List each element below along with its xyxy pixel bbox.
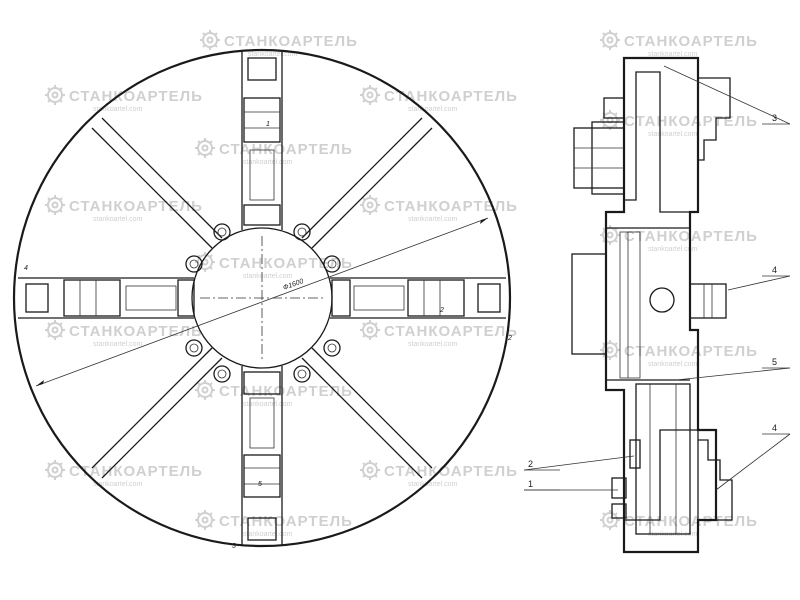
bolt-hole xyxy=(323,339,341,357)
slot-label-top: 1 xyxy=(266,121,270,128)
svg-text:stankoartel.com: stankoartel.com xyxy=(243,401,293,408)
svg-text:СТАНКОАРТЕЛЬ: СТАНКОАРТЕЛЬ xyxy=(69,323,203,340)
svg-text:СТАНКОАРТЕЛЬ: СТАНКОАРТЕЛЬ xyxy=(219,383,353,400)
svg-text:СТАНКОАРТЕЛЬ: СТАНКОАРТЕЛЬ xyxy=(219,513,353,530)
svg-text:stankoartel.com: stankoartel.com xyxy=(93,341,143,348)
svg-text:stankoartel.com: stankoartel.com xyxy=(408,216,458,223)
bolt-hole xyxy=(185,339,203,357)
svg-text:СТАНКОАРТЕЛЬ: СТАНКОАРТЕЛЬ xyxy=(384,198,518,215)
svg-text:СТАНКОАРТЕЛЬ: СТАНКОАРТЕЛЬ xyxy=(384,88,518,105)
svg-text:СТАНКОАРТЕЛЬ: СТАНКОАРТЕЛЬ xyxy=(219,141,353,158)
bolt-hole xyxy=(185,255,203,273)
svg-text:СТАНКОАРТЕЛЬ: СТАНКОАРТЕЛЬ xyxy=(624,513,758,530)
svg-text:СТАНКОАРТЕЛЬ: СТАНКОАРТЕЛЬ xyxy=(219,255,353,272)
slot-label-right: 2 xyxy=(439,307,444,314)
lower-jaw-steps xyxy=(698,439,733,521)
jaw-left xyxy=(18,277,195,319)
diameter-label: Ф1600 xyxy=(282,278,304,292)
svg-text:СТАНКОАРТЕЛЬ: СТАНКОАРТЕЛЬ xyxy=(69,463,203,480)
svg-text:stankoartel.com: stankoartel.com xyxy=(93,481,143,488)
svg-text:СТАНКОАРТЕЛЬ: СТАНКОАРТЕЛЬ xyxy=(384,323,518,340)
front-view: 1 5 xyxy=(12,48,512,550)
svg-text:stankoartel.com: stankoartel.com xyxy=(248,51,298,58)
svg-text:СТАНКОАРТЕЛЬ: СТАНКОАРТЕЛЬ xyxy=(624,33,758,50)
bolt-holes xyxy=(185,223,341,383)
svg-text:СТАНКОАРТЕЛЬ: СТАНКОАРТЕЛЬ xyxy=(69,88,203,105)
svg-text:stankoartel.com: stankoartel.com xyxy=(648,51,698,58)
bolt-hole xyxy=(213,223,231,241)
callout-labels: 3 4 5 4 2 1 xyxy=(528,113,777,489)
svg-text:stankoartel.com: stankoartel.com xyxy=(408,106,458,113)
screw-2 xyxy=(629,439,641,469)
bolt-hole xyxy=(323,255,341,273)
jaw-number-left: 4 xyxy=(24,265,28,272)
svg-text:stankoartel.com: stankoartel.com xyxy=(648,246,698,253)
bolt-hole xyxy=(213,365,231,383)
upper-jaw-steps xyxy=(698,77,731,161)
jaw-number-bottom: 3 xyxy=(232,543,236,550)
svg-text:СТАНКОАРТЕЛЬ: СТАНКОАРТЕЛЬ xyxy=(69,198,203,215)
svg-text:stankoartel.com: stankoartel.com xyxy=(408,481,458,488)
svg-text:СТАНКОАРТЕЛЬ: СТАНКОАРТЕЛЬ xyxy=(624,343,758,360)
slide xyxy=(635,383,691,535)
callout-3: 3 xyxy=(772,113,777,123)
back-flange-upper xyxy=(573,127,625,189)
callout-5: 5 xyxy=(772,357,777,367)
svg-text:stankoartel.com: stankoartel.com xyxy=(408,341,458,348)
screw-1 xyxy=(611,477,627,499)
middle-screw xyxy=(649,287,675,313)
jaw-right: 2 xyxy=(330,277,506,319)
svg-text:СТАНКОАРТЕЛЬ: СТАНКОАРТЕЛЬ xyxy=(384,463,518,480)
callout-1: 1 xyxy=(528,479,533,489)
jaw-bottom: 5 xyxy=(241,366,283,546)
section-view: 3 4 5 4 2 1 xyxy=(523,56,791,554)
svg-text:СТАНКОАРТЕЛЬ: СТАНКОАРТЕЛЬ xyxy=(624,113,758,130)
callout-4-upper: 4 xyxy=(772,265,777,275)
svg-text:stankoartel.com: stankoartel.com xyxy=(243,531,293,538)
diameter-dimension-line xyxy=(35,217,489,387)
callout-2: 2 xyxy=(528,459,533,469)
jaw-number-right: 2 xyxy=(507,335,512,342)
svg-text:СТАНКОАРТЕЛЬ: СТАНКОАРТЕЛЬ xyxy=(224,33,358,50)
diagonal-slots xyxy=(91,117,433,479)
svg-text:stankoartel.com: stankoartel.com xyxy=(648,131,698,138)
spindle-nose xyxy=(571,253,607,355)
svg-text:stankoartel.com: stankoartel.com xyxy=(93,106,143,113)
bolt-hole xyxy=(293,223,311,241)
bolt-hole xyxy=(293,365,311,383)
svg-text:stankoartel.com: stankoartel.com xyxy=(243,273,293,280)
callout-4-lower: 4 xyxy=(772,423,777,433)
center-lines: Ф1600 xyxy=(35,217,489,387)
svg-text:stankoartel.com: stankoartel.com xyxy=(648,361,698,368)
slot-label-bottom: 5 xyxy=(258,481,262,488)
callout-leaders xyxy=(523,65,791,491)
svg-text:stankoartel.com: stankoartel.com xyxy=(243,159,293,166)
watermark-layer: СТАНКОАРТЕЛЬstankoartel.comСТАНКОАРТЕЛЬs… xyxy=(44,29,758,538)
jaw-top: 1 xyxy=(241,52,283,230)
svg-text:stankoartel.com: stankoartel.com xyxy=(93,216,143,223)
chuck-body-outline xyxy=(12,48,512,548)
